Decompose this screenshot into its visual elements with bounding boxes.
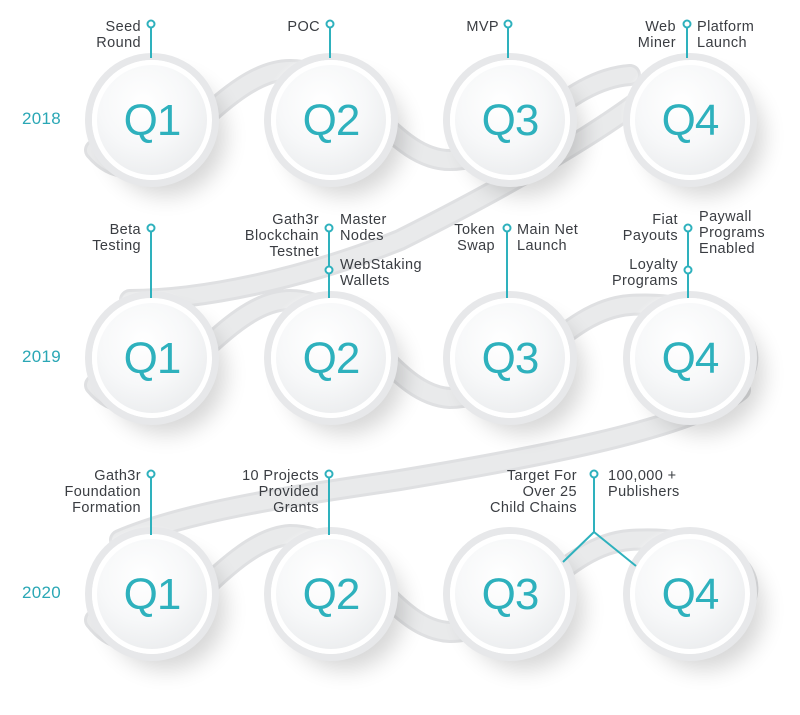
ribbon-segment-1 [122,57,688,308]
year-label-2018: 2018 [22,109,62,128]
connector-dot-9 [324,469,334,479]
quarter-label: Q4 [661,96,720,145]
milestone-label-2019-q1-0: Beta Testing [92,222,141,254]
quarter-circle-2019-q4: Q4 [630,298,750,418]
connector-dot-0 [146,19,156,29]
connector-dot-2 [503,19,513,29]
milestone-label-2020-q4-0: 100,000 + Publishers [608,468,680,500]
quarter-circle-2019-q1: Q1 [92,298,212,418]
quarter-label: Q1 [123,570,182,619]
quarter-circle-2020-q1: Q1 [92,534,212,654]
quarter-label: Q2 [302,334,361,383]
connector-dot-7 [683,223,693,233]
quarter-label: Q3 [481,96,540,145]
milestone-label-2020-q3-0: Target For Over 25 Child Chains [489,468,577,516]
quarter-circle-2018-q2: Q2 [271,60,391,180]
milestone-label-2019-q2-2: WebStaking Wallets [340,257,422,289]
quarter-circle-2020-q2: Q2 [271,534,391,654]
quarter-circle-2019-q2: Q2 [271,298,391,418]
milestone-label-2018-q4-1: Platform Launch [697,19,755,51]
milestone-label-2019-q2-1: Master Nodes [340,212,387,244]
connector-dot-5 [324,223,334,233]
connector-fork-right [593,531,637,567]
milestone-label-2019-q3-1: Main Net Launch [517,222,579,254]
quarter-circle-2018-q1: Q1 [92,60,212,180]
milestone-label-2019-q4-0: Fiat Payouts [622,212,678,244]
connector-dot-4 [146,223,156,233]
connector-dot-extra-7 [683,265,693,275]
quarter-label: Q4 [661,570,720,619]
quarter-label: Q3 [481,334,540,383]
milestone-label-2020-q1-0: Gath3r Foundation Formation [64,468,141,516]
quarter-circle-2019-q3: Q3 [450,298,570,418]
quarter-circle-2018-q4: Q4 [630,60,750,180]
quarter-circle-2020-q4: Q4 [630,534,750,654]
quarter-circle-2020-q3: Q3 [450,534,570,654]
year-label-2019: 2019 [22,347,62,366]
milestone-label-2018-q2-0: POC [287,19,320,35]
milestone-label-2018-q4-0: Web Miner [637,19,676,51]
quarter-label: Q3 [481,570,540,619]
milestone-label-2019-q4-1: Paywall Programs Enabled [699,209,766,257]
ribbon-segment-3 [112,382,748,548]
milestone-label-2020-q2-0: 10 Projects Provided Grants [242,468,319,516]
milestone-label-2018-q1-0: Seed Round [96,19,141,51]
connector-fork-left [562,531,595,563]
quarter-label: Q2 [302,96,361,145]
connector-dot-8 [146,469,156,479]
year-label-2020: 2020 [22,583,62,602]
connector-dot-6 [502,223,512,233]
milestone-label-2018-q3-0: MVP [466,19,499,35]
quarter-label: Q1 [123,334,182,383]
connector-dot-1 [325,19,335,29]
milestone-label-2019-q4-2: Loyalty Programs [611,257,678,289]
milestone-label-2019-q3-0: Token Swap [454,222,495,254]
connector-dot-3 [682,19,692,29]
quarter-circle-2018-q3: Q3 [450,60,570,180]
connector-fork-dot [589,469,599,479]
milestone-label-2019-q2-0: Gath3r Blockchain Testnet [244,212,319,260]
quarter-label: Q2 [302,570,361,619]
connector-dot-extra-5 [324,265,334,275]
quarter-label: Q4 [661,334,720,383]
quarter-label: Q1 [123,96,182,145]
